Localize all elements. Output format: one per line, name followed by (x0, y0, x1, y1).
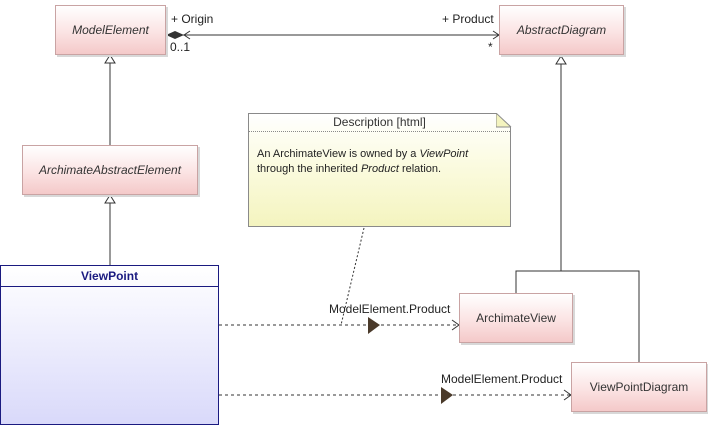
class-viewpoint-label: ViewPoint (80, 269, 139, 283)
product-role-label: + Product (442, 12, 494, 26)
origin-role-label: + Origin (171, 12, 214, 26)
generalization-arrowhead-3 (555, 55, 567, 65)
class-model-element[interactable]: ModelElement (55, 5, 166, 55)
note-text-product: Product (360, 163, 399, 175)
product-multiplicity-label: * (488, 40, 493, 54)
dependency-label-archimate-view: ModelElement.Product (329, 302, 451, 316)
composition-diamond (166, 31, 184, 39)
class-archimate-view[interactable]: ArchimateView (459, 293, 573, 343)
generalization-arrowhead-2 (104, 194, 116, 204)
class-abstract-diagram-label: AbstractDiagram (516, 23, 607, 37)
note-text-3: through the inherited (257, 163, 361, 175)
class-viewpoint-diagram[interactable]: ViewPointDiagram (571, 362, 707, 412)
class-viewpoint-diagram-label: ViewPointDiagram (589, 380, 689, 394)
navigability-arrow (183, 30, 191, 40)
class-archimate-abstract-element-label: ArchimateAbstractElement (38, 163, 182, 177)
note-anchor-line (340, 227, 365, 326)
note-text-1: An ArchimateView is owned by a (257, 148, 420, 160)
class-viewpoint[interactable]: ViewPoint (0, 265, 219, 425)
dependency-marker-2 (441, 387, 453, 404)
note-fold-corner (496, 113, 512, 128)
origin-multiplicity-label: 0..1 (170, 40, 191, 54)
class-archimate-abstract-element[interactable]: ArchimateAbstractElement (22, 145, 198, 195)
generalization-arrowhead-1 (104, 54, 116, 64)
class-archimate-view-label: ArchimateView (476, 311, 556, 325)
description-note[interactable]: Description [html] An ArchimateView is o… (248, 113, 511, 227)
dependency-marker-1 (368, 317, 380, 334)
generalization-branch-archimateview[interactable] (515, 270, 640, 362)
note-title: Description [html] (249, 114, 510, 132)
dependency-label-viewpoint-diagram: ModelElement.Product (441, 372, 563, 386)
class-viewpoint-header: ViewPoint (1, 266, 218, 287)
class-abstract-diagram[interactable]: AbstractDiagram (499, 5, 624, 55)
note-text-viewpoint: ViewPoint (419, 148, 469, 160)
note-text-5: relation. (398, 163, 442, 175)
class-model-element-label: ModelElement (72, 23, 149, 37)
note-body: An ArchimateView is owned by a ViewPoint… (249, 132, 510, 177)
